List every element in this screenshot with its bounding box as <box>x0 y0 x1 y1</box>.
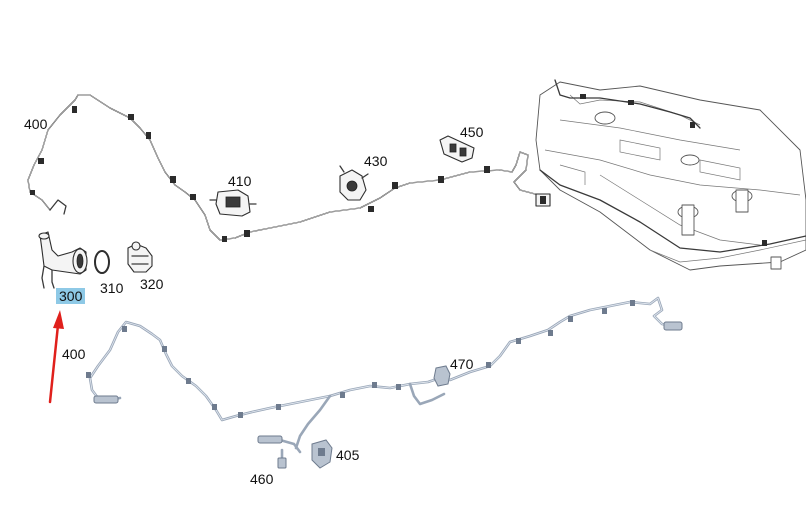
part-410-valve <box>209 189 257 217</box>
callout-400-top: 400 <box>24 116 48 132</box>
callout-310: 310 <box>100 280 124 296</box>
callout-430: 430 <box>364 153 388 169</box>
callout-460: 460 <box>250 471 274 487</box>
callout-470: 470 <box>450 356 474 372</box>
part-310-seal-ring <box>94 250 110 274</box>
pointer-arrow <box>48 310 64 404</box>
fuel-line-400-top <box>27 94 551 242</box>
fuel-tank <box>535 79 806 271</box>
part-430-valve <box>339 165 369 201</box>
part-460-tube <box>257 435 302 469</box>
part-470-clip <box>433 365 451 387</box>
part-450-valve <box>439 135 475 163</box>
callout-450: 450 <box>460 124 484 140</box>
callout-320: 320 <box>140 276 164 292</box>
part-405-valve <box>311 439 333 469</box>
part-320-clamp <box>127 241 153 273</box>
callout-410: 410 <box>228 173 252 189</box>
fuel-line-400-bottom <box>86 296 683 450</box>
callout-300[interactable]: 300 <box>56 288 86 304</box>
callout-400-bottom: 400 <box>62 346 86 362</box>
callout-405: 405 <box>336 447 360 463</box>
part-300-filler-neck <box>38 231 88 289</box>
